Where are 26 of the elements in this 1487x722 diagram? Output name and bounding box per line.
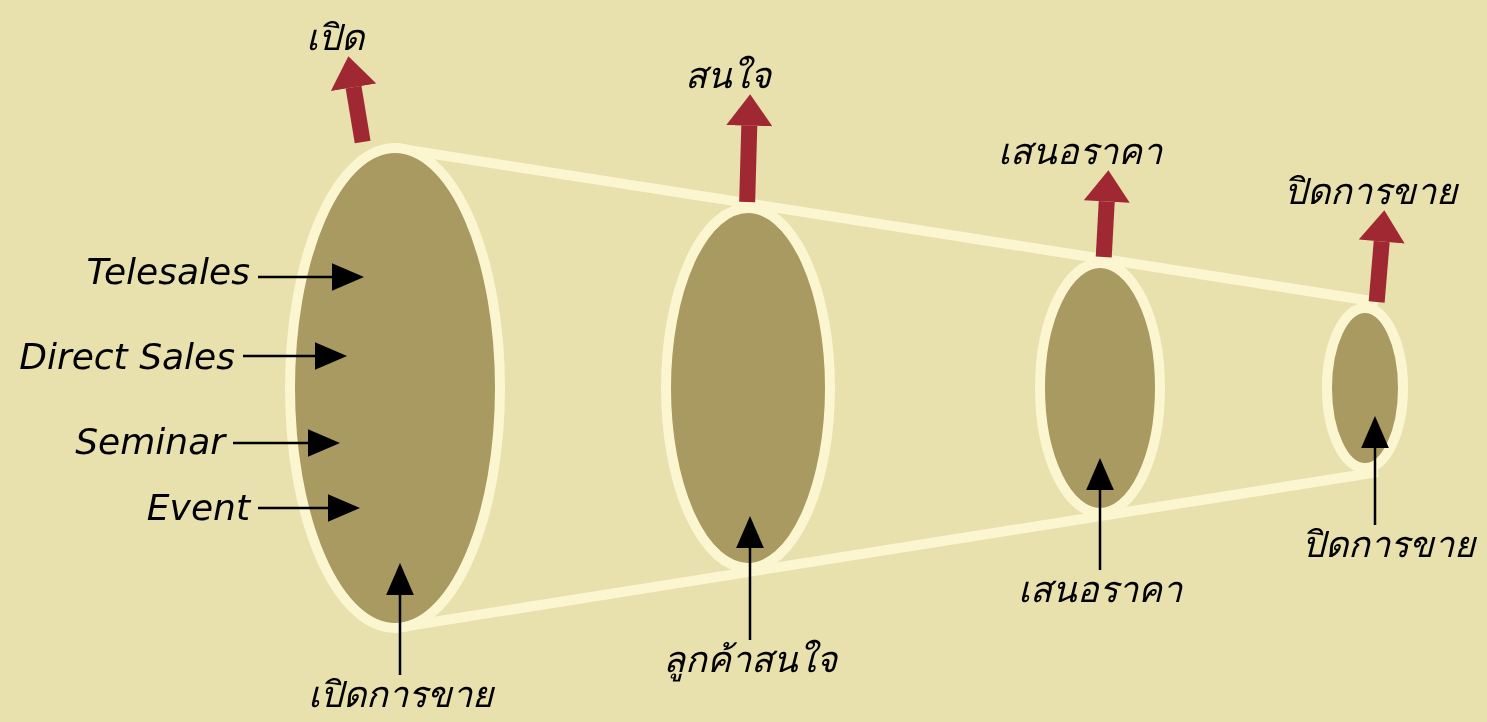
thick-arrow <box>726 94 773 203</box>
arrow <box>258 263 364 291</box>
stage-label: ปิดการขาย <box>1301 525 1475 565</box>
arrow <box>1361 416 1389 525</box>
ellipse-shape <box>1321 302 1409 474</box>
ellipse-shape <box>284 142 506 634</box>
arrow <box>233 429 340 457</box>
thick-arrow <box>1358 210 1405 303</box>
stage-label: ปิดการขาย <box>1283 172 1457 212</box>
stage-label: เปิดการขาย <box>307 675 493 715</box>
stage-label: สนใจ <box>685 56 771 96</box>
stage-label: ลูกค้าสนใจ <box>663 640 837 680</box>
arrow <box>386 563 414 675</box>
channel-label: Event <box>146 488 250 528</box>
channel-label: Telesales <box>86 252 250 292</box>
thick-arrow <box>1083 170 1130 258</box>
channel-label: Seminar <box>75 422 225 462</box>
stage-label: เสนอราคา <box>998 132 1162 172</box>
thick-arrow <box>330 56 377 144</box>
channel-label: Direct Sales <box>19 337 235 377</box>
stage-label: เปิด <box>306 18 364 58</box>
arrow <box>1086 458 1114 570</box>
stage-label: เสนอราคา <box>1018 570 1182 610</box>
arrow <box>258 494 360 522</box>
arrow <box>736 516 764 640</box>
arrow <box>243 342 347 370</box>
